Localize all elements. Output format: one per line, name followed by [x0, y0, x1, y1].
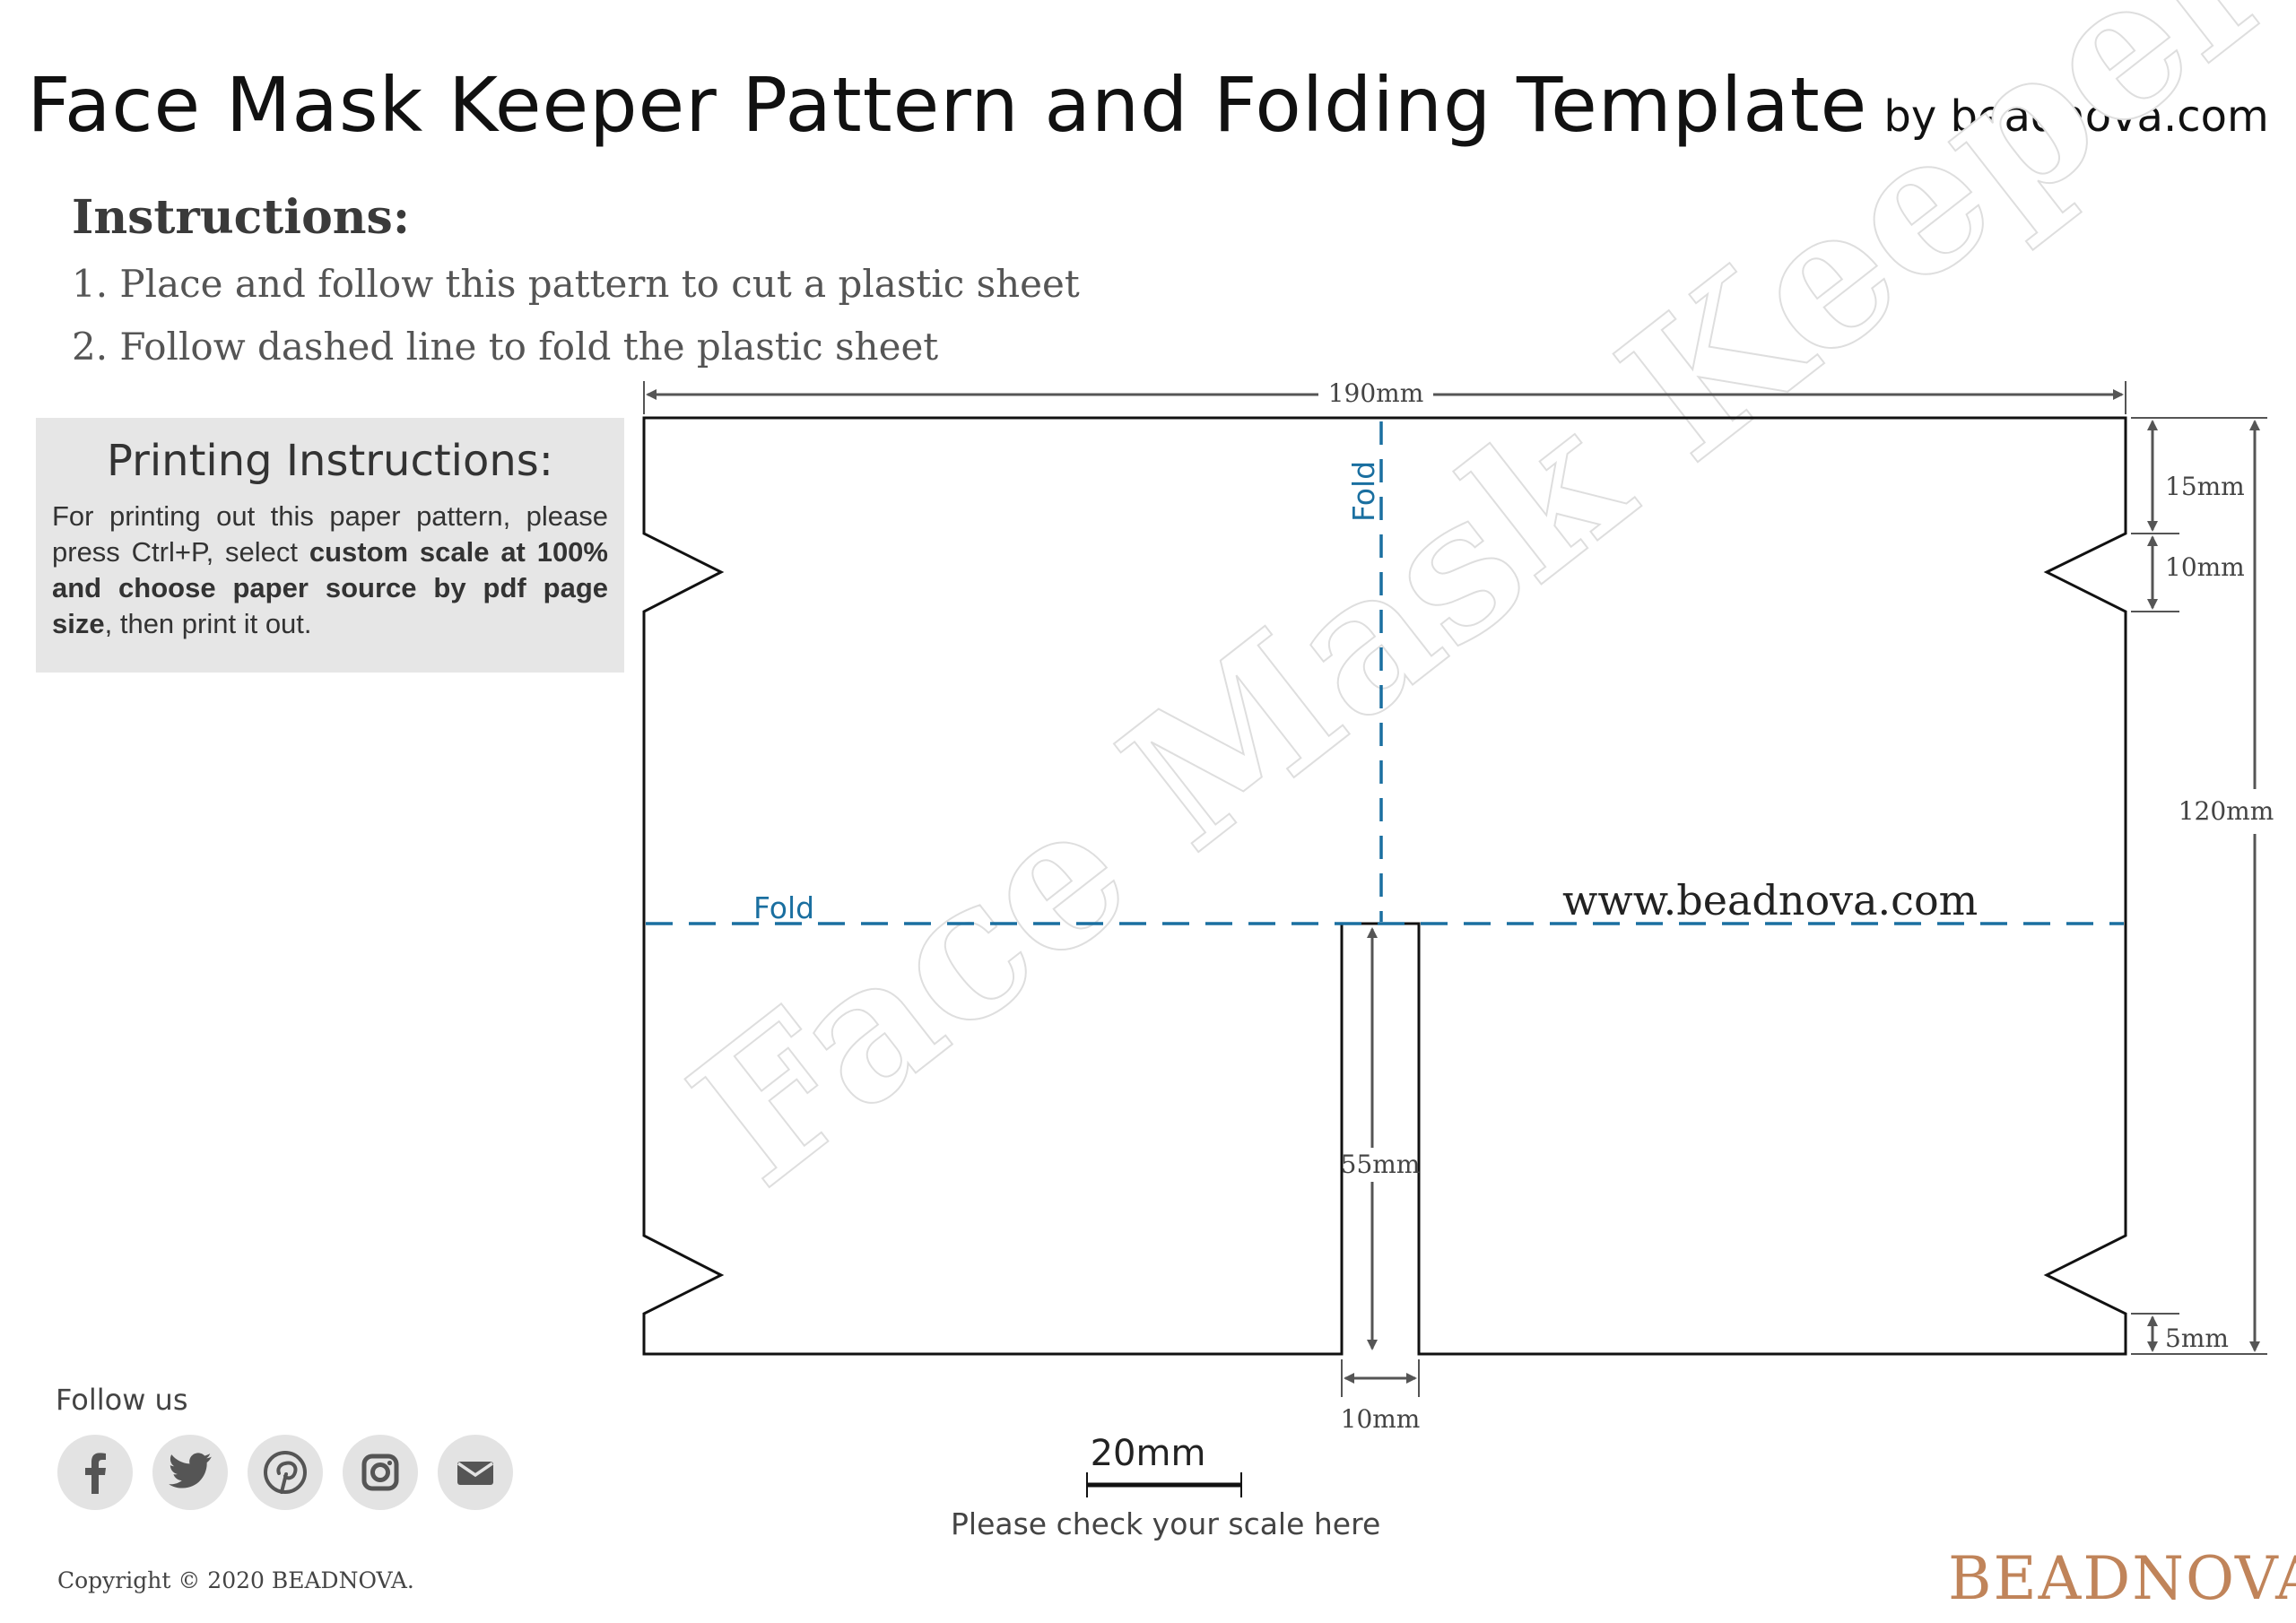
fold-label-vertical: Fold: [1346, 461, 1381, 522]
instructions-heading: Instructions:: [72, 190, 411, 245]
brand-logo: BEADNOVA: [1948, 1544, 2296, 1613]
instruction-step-1: 1. Place and follow this pattern to cut …: [72, 262, 1080, 306]
scale-label-text: 20mm: [1090, 1433, 1206, 1474]
facebook-icon: [85, 1453, 106, 1494]
email-button[interactable]: [438, 1435, 513, 1510]
bottom-notch-offset-label: 5mm: [2165, 1324, 2229, 1353]
twitter-icon: [169, 1453, 212, 1488]
pinterest-icon: [264, 1451, 307, 1494]
instagram-icon: [361, 1454, 399, 1491]
notch-size-label: 10mm: [2165, 552, 2245, 582]
top-notch-offset-label: 15mm: [2165, 472, 2245, 501]
printing-text-bold: custom scale at 100% and choose paper so…: [52, 536, 608, 639]
printing-instructions-box: Printing Instructions: For printing out …: [36, 418, 624, 673]
watermark-text: Face Mask Keeper: [654, 0, 2296, 1228]
printing-text-1: For printing out this paper pattern, ple…: [52, 500, 608, 568]
twitter-button[interactable]: [152, 1435, 228, 1510]
page-title: Face Mask Keeper Pattern and Folding Tem…: [0, 61, 2296, 149]
instruction-step-2: 2. Follow dashed line to fold the plasti…: [72, 325, 939, 369]
pinterest-button[interactable]: [248, 1435, 323, 1510]
instagram-button[interactable]: [343, 1435, 418, 1510]
title-main: Face Mask Keeper Pattern and Folding Tem…: [27, 61, 1868, 149]
height-dimension-label: 120mm: [2179, 796, 2274, 826]
follow-us-label: Follow us: [56, 1383, 188, 1417]
copyright-text: Copyright © 2020 BEADNOVA.: [57, 1567, 414, 1593]
printing-instructions-title: Printing Instructions:: [107, 436, 553, 486]
slot-width-label: 10mm: [1341, 1404, 1421, 1434]
fold-label-horizontal: Fold: [753, 890, 814, 925]
printing-text-2: , then print it out.: [104, 608, 312, 639]
title-byline: by beadnova.com: [1883, 91, 2269, 142]
pattern-outline: [642, 416, 2127, 1356]
scale-check-text: Please check your scale here: [951, 1506, 1381, 1541]
website-label: www.beadnova.com: [1562, 876, 1978, 924]
printing-instructions-text: For printing out this paper pattern, ple…: [52, 499, 608, 642]
email-icon: [457, 1462, 493, 1485]
width-dimension-label: 190mm: [1328, 378, 1424, 408]
facebook-button[interactable]: [57, 1435, 133, 1510]
slot-length-label: 55mm: [1341, 1150, 1421, 1179]
